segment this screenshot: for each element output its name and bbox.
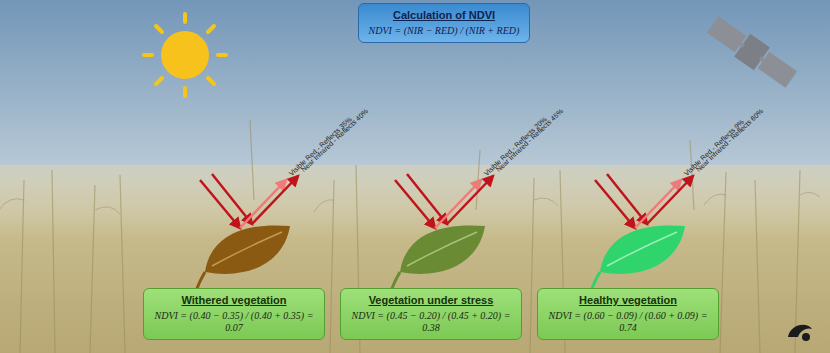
box-heading: Calculation of NDVI (365, 9, 523, 21)
box-heading: Healthy vegetation (544, 294, 712, 306)
ndvi-formula: NDVI = (NIR − RED) / (NIR + RED) (365, 25, 523, 37)
ndvi-formula: NDVI = (0.40 − 0.35) / (0.40 + 0.35) = 0… (150, 310, 318, 334)
box-heading: Withered vegetation (150, 294, 318, 306)
title-box: Calculation of NDVI NDVI = (NIR − RED) / … (358, 3, 530, 43)
result-box: Withered vegetationNDVI = (0.40 − 0.35) … (143, 288, 325, 340)
box-heading: Vegetation under stress (347, 294, 515, 306)
result-box: Healthy vegetationNDVI = (0.60 − 0.09) /… (537, 288, 719, 340)
ndvi-formula: NDVI = (0.45 − 0.20) / (0.45 + 0.20) = 0… (347, 310, 515, 334)
result-box: Vegetation under stressNDVI = (0.45 − 0.… (340, 288, 522, 340)
ndvi-formula: NDVI = (0.60 − 0.09) / (0.60 + 0.09) = 0… (544, 310, 712, 334)
